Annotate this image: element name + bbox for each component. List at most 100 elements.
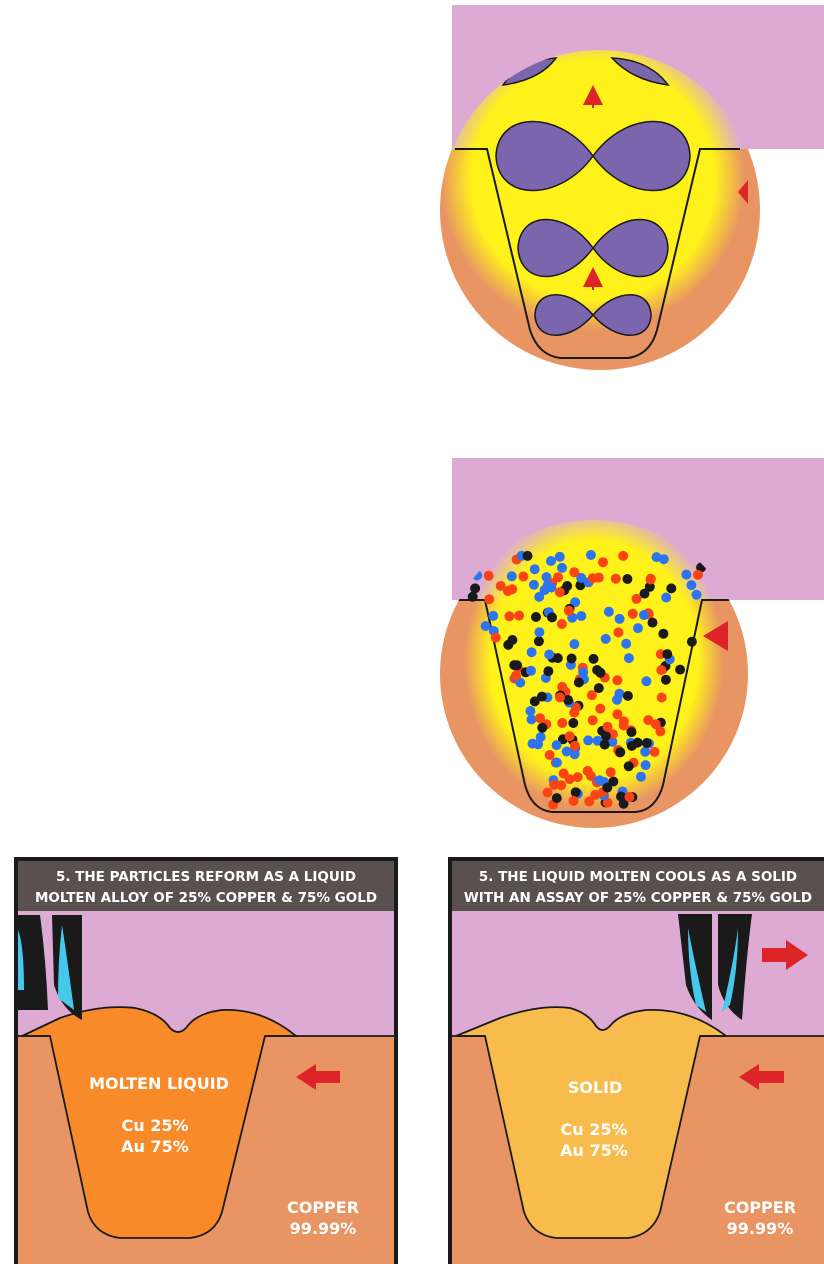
particle xyxy=(531,612,541,622)
particle xyxy=(543,788,553,798)
particle xyxy=(612,709,622,719)
particle xyxy=(564,606,574,616)
state-label: SOLID xyxy=(568,1078,623,1097)
particle xyxy=(624,653,634,663)
particle xyxy=(612,675,622,685)
particle xyxy=(602,783,612,793)
particle xyxy=(488,611,498,621)
metal-purity: 99.99% xyxy=(290,1219,357,1238)
particle xyxy=(675,665,685,675)
particle xyxy=(662,649,672,659)
particle xyxy=(666,583,676,593)
particle xyxy=(594,683,604,693)
particle xyxy=(556,780,566,790)
particle xyxy=(555,587,565,597)
particle xyxy=(569,708,579,718)
particle xyxy=(528,739,538,749)
state-label: MOLTEN LIQUID xyxy=(89,1074,229,1093)
particle xyxy=(693,570,703,580)
particle xyxy=(547,612,557,622)
particle xyxy=(576,611,586,621)
particle xyxy=(468,592,478,602)
particle xyxy=(555,552,565,562)
particle xyxy=(553,653,563,663)
particle xyxy=(557,718,567,728)
particle xyxy=(540,585,550,595)
header-line-2: WITH AN ASSAY OF 25% COPPER & 75% GOLD xyxy=(464,890,812,906)
particle xyxy=(529,580,539,590)
particle xyxy=(656,665,666,675)
particle xyxy=(633,623,643,633)
particle xyxy=(658,629,668,639)
particle xyxy=(569,567,579,577)
particle xyxy=(618,551,628,561)
particle xyxy=(650,747,660,757)
particle xyxy=(570,741,580,751)
particle xyxy=(659,554,669,564)
particle xyxy=(504,611,514,621)
particle xyxy=(557,682,567,692)
particle xyxy=(622,574,632,584)
particle xyxy=(552,758,562,768)
particle-diagram xyxy=(430,458,824,840)
particle xyxy=(646,575,656,585)
particle xyxy=(636,772,646,782)
particle xyxy=(569,639,579,649)
particle xyxy=(588,573,598,583)
particle xyxy=(543,666,553,676)
particle xyxy=(642,738,652,748)
particle xyxy=(624,792,634,802)
gold-percent: Au 75% xyxy=(560,1141,628,1160)
particle xyxy=(627,727,637,737)
particle xyxy=(601,634,611,644)
particle xyxy=(511,671,521,681)
particle xyxy=(598,557,608,567)
particle xyxy=(624,761,634,771)
metal-label: COPPER xyxy=(287,1198,359,1217)
particle xyxy=(555,692,565,702)
particle xyxy=(470,583,480,593)
particle xyxy=(569,796,579,806)
particle xyxy=(627,741,637,751)
particle xyxy=(526,666,536,676)
particle xyxy=(621,639,631,649)
particle xyxy=(481,621,491,631)
particle xyxy=(484,571,494,581)
particle xyxy=(595,775,605,785)
copper-percent: Cu 25% xyxy=(122,1116,189,1135)
particle xyxy=(534,627,544,637)
particle xyxy=(600,740,610,750)
metal-purity: 99.99% xyxy=(727,1219,794,1238)
header-line-2: MOLTEN ALLOY OF 25% COPPER & 75% GOLD xyxy=(35,890,377,906)
particle xyxy=(557,619,567,629)
particle xyxy=(552,793,562,803)
particle xyxy=(507,571,517,581)
particle xyxy=(583,735,593,745)
particle xyxy=(614,627,624,637)
particle xyxy=(657,693,667,703)
panel-molten-liquid: 5. THE PARTICLES REFORM AS A LIQUID MOLT… xyxy=(14,857,398,1264)
particle xyxy=(518,572,528,582)
particle xyxy=(661,593,671,603)
particle xyxy=(692,590,702,600)
particle xyxy=(604,607,614,617)
particle xyxy=(545,750,555,760)
particle xyxy=(491,633,501,643)
orbital-diagram xyxy=(440,5,824,389)
particle xyxy=(514,611,524,621)
header-line-1: 5. THE PARTICLES REFORM AS A LIQUID xyxy=(56,869,356,885)
particle xyxy=(557,563,567,573)
particle xyxy=(611,574,621,584)
particle xyxy=(574,678,584,688)
copper-percent: Cu 25% xyxy=(561,1120,628,1139)
particle xyxy=(509,660,519,670)
particle xyxy=(527,647,537,657)
particle xyxy=(686,580,696,590)
particle xyxy=(523,551,533,561)
particle xyxy=(546,556,556,566)
particle xyxy=(615,747,625,757)
particle xyxy=(641,760,651,770)
particle xyxy=(537,723,547,733)
particle xyxy=(571,787,581,797)
